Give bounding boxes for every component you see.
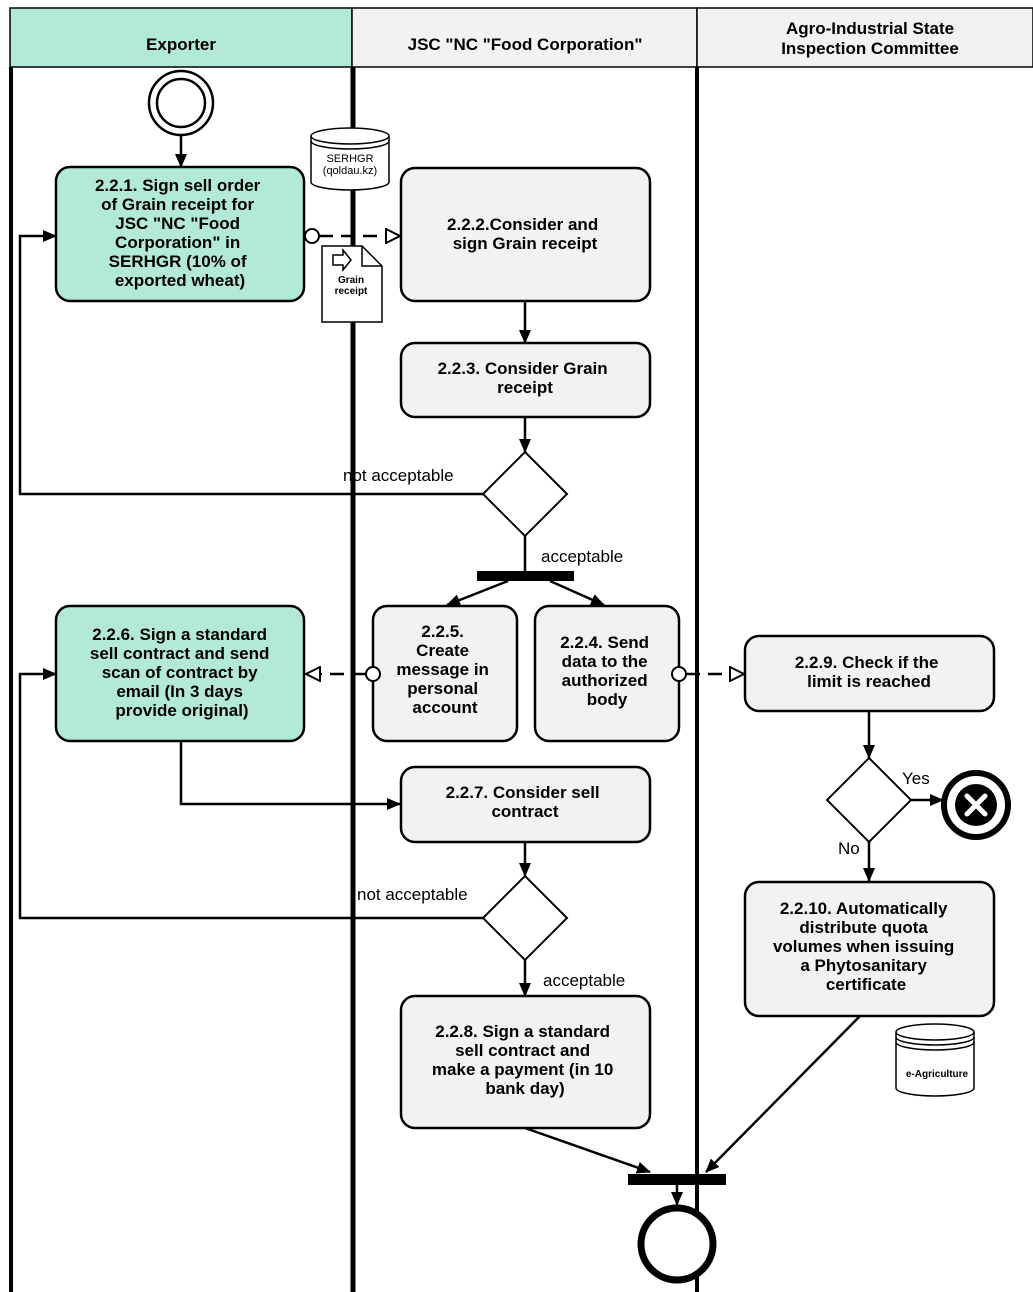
lane-header-food [351, 7, 698, 68]
flow-228-to-join [524, 1126, 651, 1174]
activity-2-2-2-label: 2.2.2.Consider and sign Grain receipt [447, 215, 603, 253]
datastore-e-agriculture: e-Agriculture [895, 1023, 975, 1097]
datastore-serhgr: SERHGR(qoldau.kz) [310, 127, 390, 191]
lane-title-food: JSC "NC "Food Corporation" [408, 35, 643, 54]
activity-2-2-3-label: 2.2.3. Consider Grain receipt [438, 359, 613, 397]
flow-fork-to-224 [549, 579, 605, 607]
end-event [637, 1204, 717, 1284]
flow-not-acceptable-1 [18, 230, 483, 496]
flow-226-to-227 [179, 741, 401, 810]
label-acceptable-1: acceptable [541, 547, 623, 566]
gateway-limit-reached [825, 756, 913, 844]
lane-title-exporter: Exporter [146, 35, 216, 54]
msg-flow-origin-221 [304, 228, 320, 244]
document-arrow-icon [332, 247, 352, 273]
activity-2-2-4-label: 2.2.4. Send data to the authorized body [560, 633, 654, 709]
label-not-acceptable-2: not acceptable [357, 885, 468, 904]
fork-bar-1 [477, 571, 574, 581]
msg-flow-origin-225 [365, 666, 381, 682]
svg-text:e-Agriculture: e-Agriculture [906, 1069, 969, 1080]
activity-2-2-7-label: 2.2.7. Consider sell contract [446, 783, 605, 821]
label-no: No [838, 839, 860, 858]
label-not-acceptable-1: not acceptable [343, 466, 454, 485]
join-bar [628, 1174, 726, 1185]
msg-flow-origin-224 [671, 666, 687, 682]
flow-fork-to-225 [446, 579, 509, 607]
label-acceptable-2: acceptable [543, 971, 625, 990]
gateway-grain-receipt [481, 450, 569, 538]
lane-header-agro [696, 7, 1033, 68]
activity-2-2-10-label: 2.2.10. Automatically distribute quota v… [773, 899, 959, 994]
gateway-sell-contract [481, 874, 569, 962]
flow-not-acceptable-2 [18, 668, 483, 920]
activity-2-2-1-label: 2.2.1. Sign sell order of Grain receipt … [95, 176, 265, 290]
activity-2-2-8-label: 2.2.8. Sign a standard sell contract and… [432, 1022, 618, 1098]
start-event-inner [155, 77, 207, 129]
svg-text:SERHGR(qoldau.kz): SERHGR(qoldau.kz) [323, 153, 377, 177]
cancel-end-event-icon [941, 770, 1011, 840]
activity-2-2-5-label: 2.2.5. Create message in personal accoun… [396, 622, 493, 717]
flow-2210-to-join [705, 1015, 861, 1173]
lane-header-exporter [9, 7, 353, 68]
label-yes: Yes [902, 769, 930, 788]
activity-2-2-6-label: 2.2.6. Sign a standard sell contract and… [90, 625, 274, 720]
activity-2-2-9-label: 2.2.9. Check if the limit is reached [795, 653, 943, 691]
activity-2-2-10[interactable] [743, 880, 996, 1018]
